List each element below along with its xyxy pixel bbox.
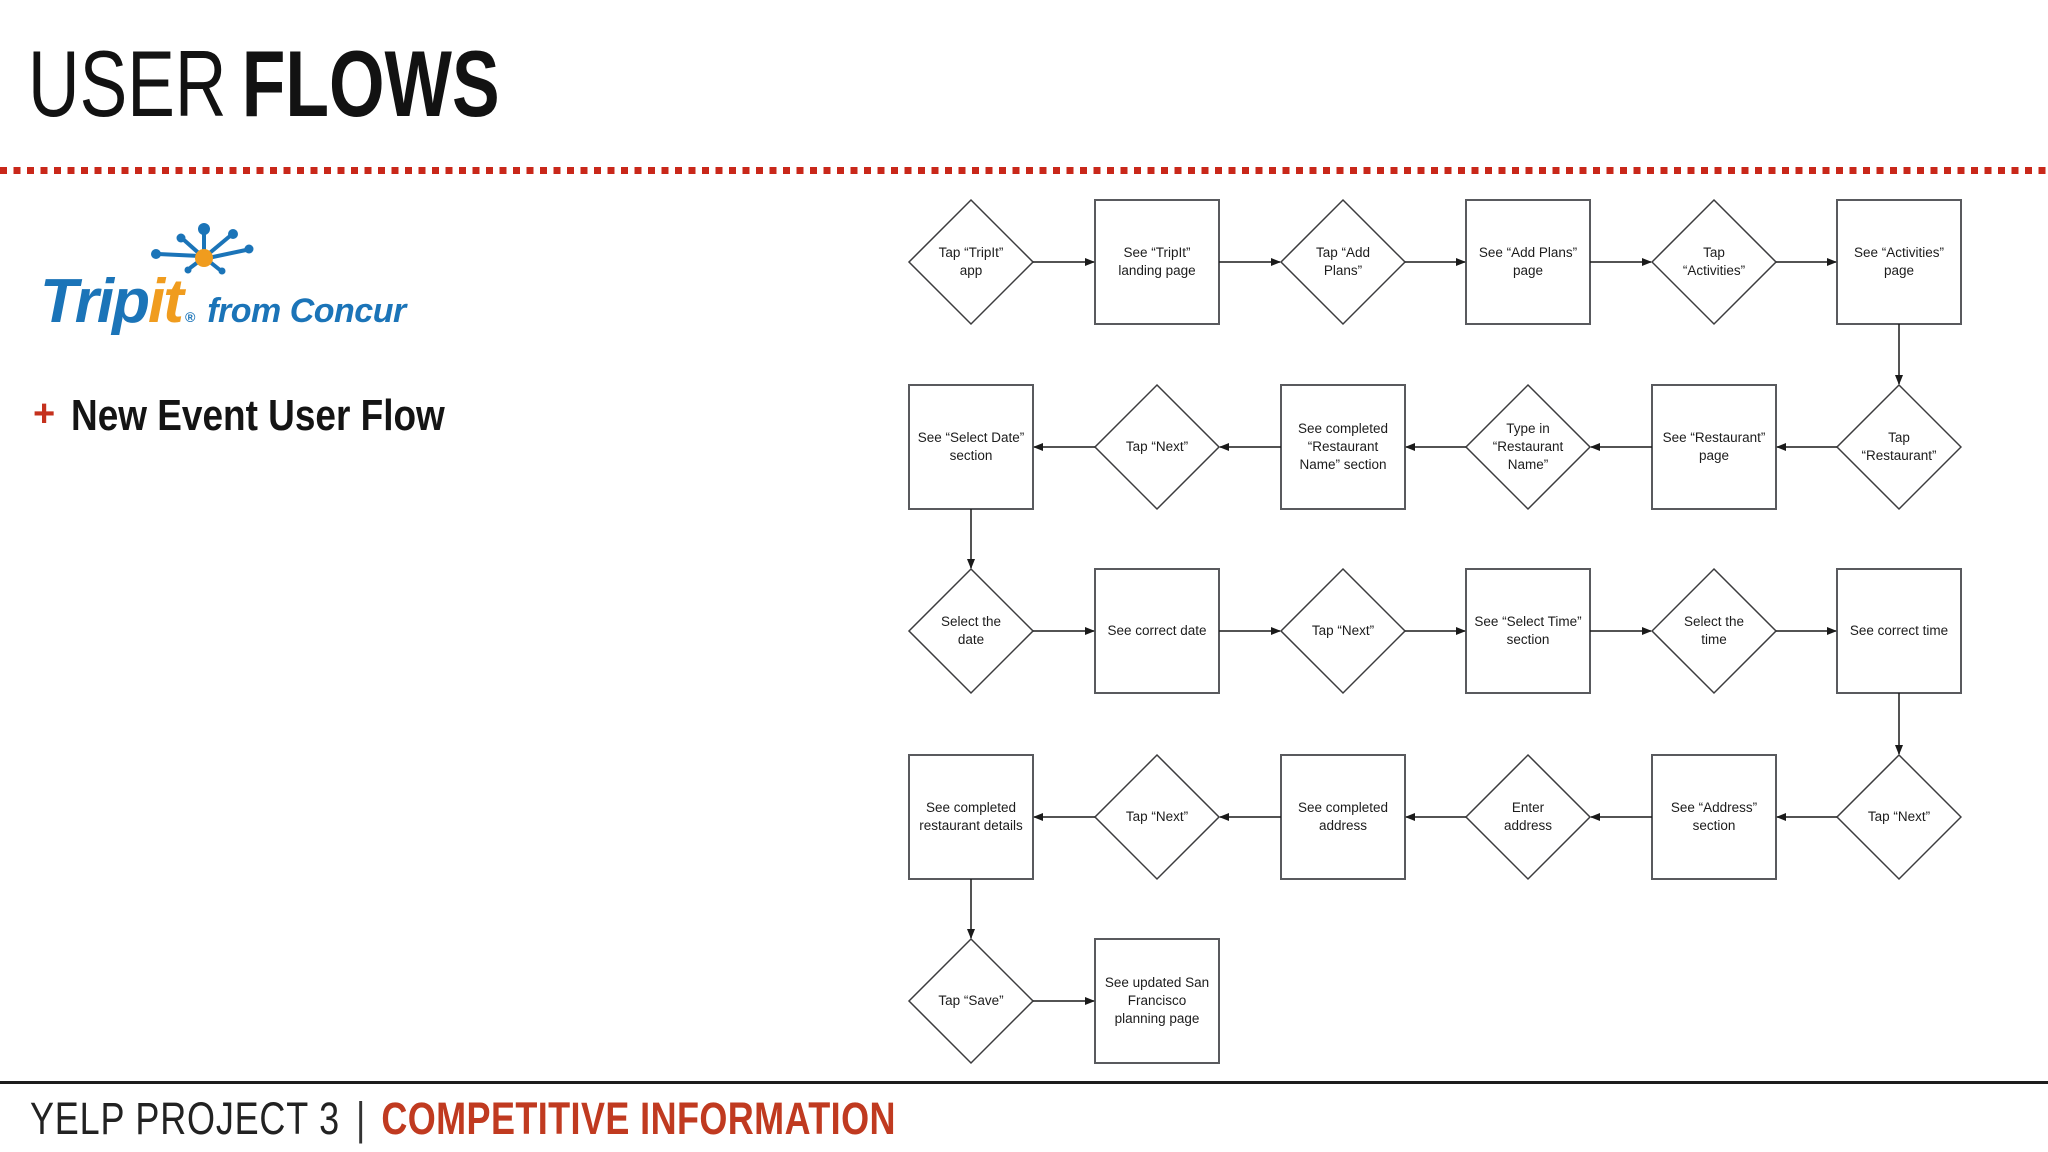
- logo-it: it: [147, 267, 184, 336]
- flow-node-rect: [1280, 384, 1406, 510]
- flow-node-diamond: [1464, 753, 1592, 881]
- flow-node-rect: [1280, 754, 1406, 880]
- footer-divider: [0, 1081, 2048, 1084]
- flow-node-diamond: [1279, 198, 1407, 326]
- flow-node-rect: [1094, 938, 1220, 1064]
- flow-node-diamond: [907, 567, 1035, 695]
- flow-node-rect: [1651, 754, 1777, 880]
- flow-node-rect: [908, 754, 1034, 880]
- red-dotted-divider: [0, 167, 2048, 174]
- logo-trip: Trip: [40, 267, 150, 336]
- footer-separator: |: [356, 1093, 366, 1144]
- bullet-label: New Event User Flow: [71, 391, 446, 440]
- flow-node-rect: [908, 384, 1034, 510]
- flow-node-rect: [1465, 568, 1591, 694]
- flow-node-diamond: [1464, 383, 1592, 511]
- flow-node-rect: [1836, 199, 1962, 325]
- footer-project: YELP PROJECT 3: [30, 1093, 340, 1144]
- logo-registered: ®: [184, 309, 196, 325]
- title-regular: USER: [28, 31, 227, 136]
- flow-node-diamond: [907, 198, 1035, 326]
- footer-section: COMPETITIVE INFORMATION: [381, 1093, 896, 1144]
- flow-node-diamond: [1650, 198, 1778, 326]
- flow-node-rect: [1094, 568, 1220, 694]
- tripit-starburst-icon: [151, 223, 254, 275]
- flow-node-rect: [1836, 568, 1962, 694]
- footer: YELP PROJECT 3 | COMPETITIVE INFORMATION: [30, 1094, 896, 1144]
- tripit-logo-text: Tripit® from Concur: [40, 266, 406, 337]
- plus-bullet: +: [33, 393, 56, 435]
- flow-node-diamond: [1279, 567, 1407, 695]
- flow-node-rect: [1094, 199, 1220, 325]
- bullet-row: + New Event User Flow: [33, 391, 516, 440]
- logo-tagline: from Concur: [207, 292, 406, 330]
- flow-node-diamond: [1650, 567, 1778, 695]
- flow-node-diamond: [1835, 753, 1962, 881]
- flow-node-diamond: [907, 937, 1035, 1065]
- flow-node-rect: [1651, 384, 1777, 510]
- flow-node-rect: [1465, 199, 1591, 325]
- flowchart-canvas: [907, 198, 1962, 1065]
- flow-node-diamond: [1835, 383, 1962, 511]
- title-bold: FLOWS: [241, 31, 500, 136]
- flow-node-diamond: [1093, 383, 1221, 511]
- flow-node-diamond: [1093, 753, 1221, 881]
